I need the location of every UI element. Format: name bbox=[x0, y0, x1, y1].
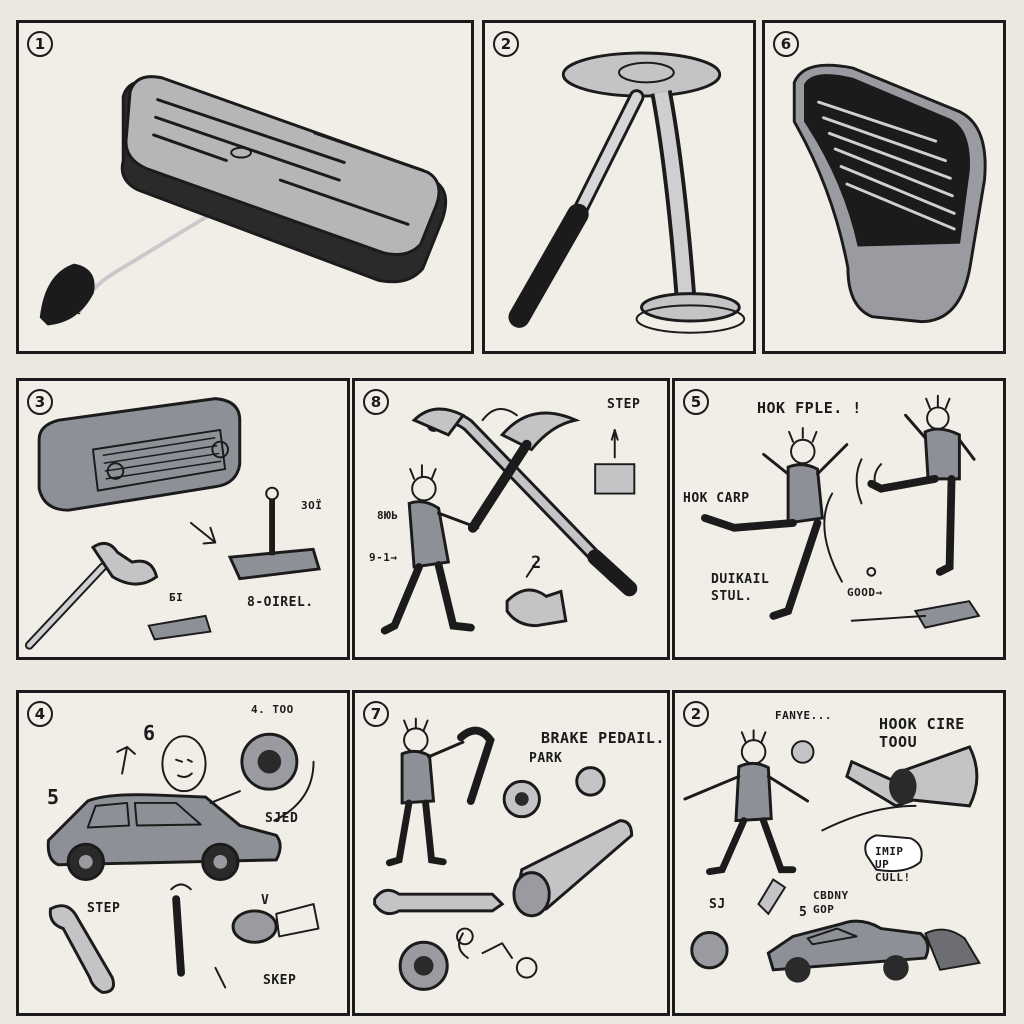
car-tools-illustration bbox=[46, 732, 320, 994]
panel-9: 2 FANYE... HOOK CIRE TOOU SJ 5 CBDNY GOP… bbox=[672, 690, 1006, 1016]
label-number: 2 bbox=[531, 553, 542, 573]
label-hook-tool: HOOK CIRE TOOU bbox=[879, 715, 965, 751]
label-caption: DUIKAIL STUL. bbox=[711, 572, 770, 604]
pedal-illustration bbox=[39, 75, 448, 326]
label-skep: SKEP bbox=[263, 973, 297, 988]
label-sjed: SJED bbox=[265, 811, 299, 826]
panel-number: 4 bbox=[27, 701, 53, 727]
label-tool: 4. TOO bbox=[251, 703, 294, 716]
label-left-1: 8ЮЬ bbox=[377, 509, 399, 522]
label-five: 5 bbox=[799, 905, 808, 920]
panel-5: 8 STEP 8ЮЬ 9-1→ 2 bbox=[352, 378, 670, 660]
wrench-man-illustration bbox=[380, 407, 638, 635]
panel-number: 3 bbox=[27, 389, 53, 415]
panel-number: 2 bbox=[683, 701, 709, 727]
panel-3: 6 bbox=[762, 20, 1006, 354]
label-cbdny: CBDNY GOP bbox=[813, 889, 849, 916]
label-small: БІ bbox=[169, 591, 184, 604]
panel-2: 2 bbox=[482, 20, 756, 354]
label-brake-pedal: BRAKE PEDAIL. bbox=[541, 729, 665, 747]
label-good: GOOD→ bbox=[847, 586, 883, 599]
lever-illustration bbox=[508, 51, 746, 334]
speech-bubble-text: IMIP UP CULL! bbox=[875, 845, 911, 884]
parts-illustration bbox=[24, 397, 321, 650]
label-v: V bbox=[261, 893, 270, 908]
panel-1: 1 bbox=[16, 20, 474, 354]
label-sj: SJ bbox=[709, 897, 726, 912]
jumping-men-illustration bbox=[701, 394, 981, 629]
panel-number: 1 bbox=[27, 31, 53, 57]
pedal-pad-illustration bbox=[792, 63, 987, 324]
label-park: PARK bbox=[529, 751, 563, 766]
label-fanye: FANYE... bbox=[775, 709, 832, 722]
panel-number: 6 bbox=[773, 31, 799, 57]
panel-number: 7 bbox=[363, 701, 389, 727]
label-left-2: 9-1→ bbox=[369, 551, 398, 564]
label-top: ЗОЇ bbox=[301, 499, 323, 512]
panel-number: 8 bbox=[363, 389, 389, 415]
label-step: STEP bbox=[87, 901, 121, 916]
label-left: HOK CARP bbox=[683, 491, 750, 506]
label-step: STEP bbox=[607, 397, 641, 412]
label-six: 6 bbox=[143, 721, 156, 745]
label-shout: HOK FPLE. ! bbox=[757, 399, 862, 417]
panel-4: 3 ЗОЇ БІ 8-ОІREL. bbox=[16, 378, 350, 660]
brake-pedal-illustration bbox=[373, 717, 634, 991]
panel-6: 5 HOK FPLE. ! HOK CARP DUIKAIL STUL. GOO… bbox=[672, 378, 1006, 660]
panel-number: 2 bbox=[493, 31, 519, 57]
panel-number: 5 bbox=[683, 389, 709, 415]
label-caption: 8-ОІREL. bbox=[247, 595, 314, 610]
panel-7: 4 4. TOO 6 5 SJED STEP SKEP V bbox=[16, 690, 350, 1016]
hook-tool-illustration bbox=[683, 729, 981, 983]
panel-8: 7 BRAKE PEDAIL. PARK bbox=[352, 690, 670, 1016]
label-five: 5 bbox=[47, 785, 60, 809]
